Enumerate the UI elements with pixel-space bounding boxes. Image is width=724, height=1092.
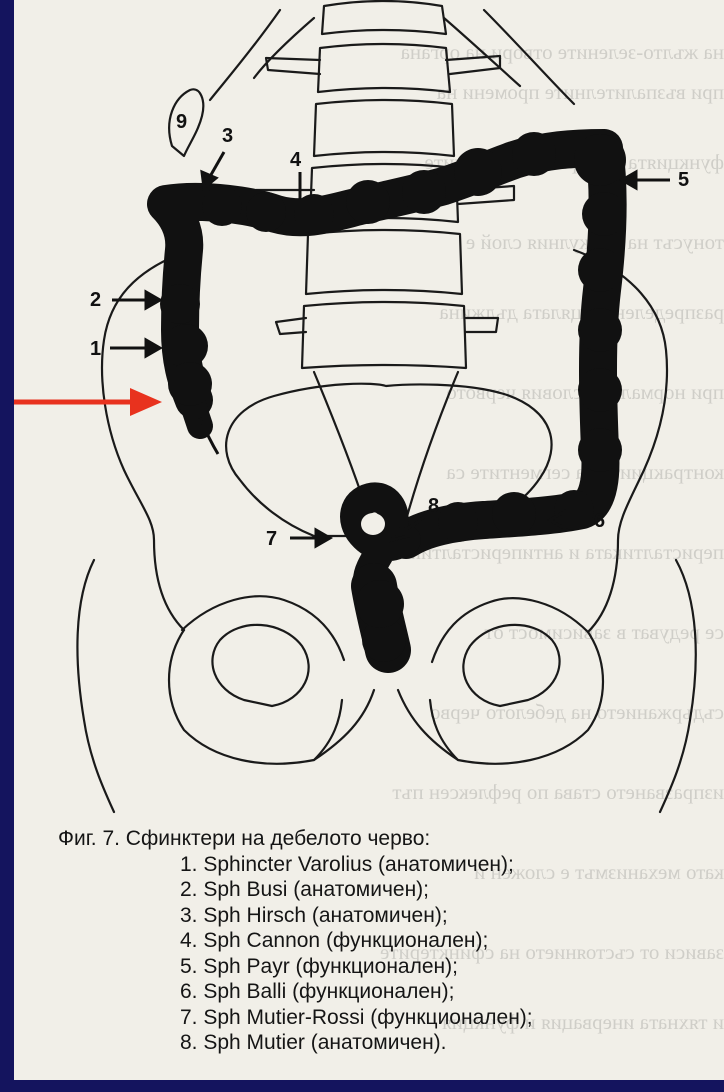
list-item: 5. Sph Payr (функционален); [180, 954, 533, 980]
scanned-page: на жълто-зелените отвори на органа при в… [14, 0, 724, 1080]
colon-silhouette [166, 148, 608, 650]
list-item: 1. Sphincter Varolius (анатомичен); [180, 852, 533, 878]
sigmoid-lumen [361, 513, 385, 535]
ischium-right [430, 632, 603, 764]
arrow-7 [290, 530, 330, 546]
list-item: 2. Sph Busi (анатомичен); [180, 877, 533, 903]
list-item: 7. Sph Mutier-Rossi (функционален); [180, 1005, 533, 1031]
rib-left [210, 10, 280, 100]
arrow-2 [112, 292, 160, 308]
rib-left-inner [254, 18, 314, 78]
label-9: 9 [176, 111, 187, 133]
label-7: 7 [266, 528, 277, 550]
sphincter-list: 1. Sphincter Varolius (анатомичен); 2. S… [58, 852, 533, 1056]
ischium-left [169, 630, 342, 764]
label-1: 1 [90, 338, 101, 360]
label-2: 2 [90, 289, 101, 311]
femur-left [77, 560, 114, 812]
caption-title: Фиг. 7. Сфинктери на дебелото черво: [58, 826, 533, 852]
colon-sphincters-diagram: 1 2 3 4 5 6 7 8 9 [14, 0, 724, 820]
arrow-5 [622, 172, 670, 188]
arrow-3 [202, 152, 224, 188]
label-6: 6 [594, 510, 605, 532]
list-item: 3. Sph Hirsch (анатомичен); [180, 903, 533, 929]
arrow-1 [110, 340, 160, 356]
label-8: 8 [428, 495, 439, 517]
femur-right [660, 560, 696, 812]
list-item: 8. Sph Mutier (анатомичен). [180, 1030, 533, 1056]
label-5: 5 [678, 169, 689, 191]
list-item: 6. Sph Balli (функционален); [180, 979, 533, 1005]
obturator-right [463, 625, 559, 706]
list-item: 4. Sph Cannon (функционален); [180, 928, 533, 954]
rib-right-inner [444, 18, 520, 86]
obturator-left [212, 625, 308, 706]
red-pointer-arrow [14, 388, 162, 416]
label-4: 4 [290, 149, 302, 171]
figure-caption: Фиг. 7. Сфинктери на дебелото черво: 1. … [58, 826, 533, 1056]
label-3: 3 [222, 125, 233, 147]
